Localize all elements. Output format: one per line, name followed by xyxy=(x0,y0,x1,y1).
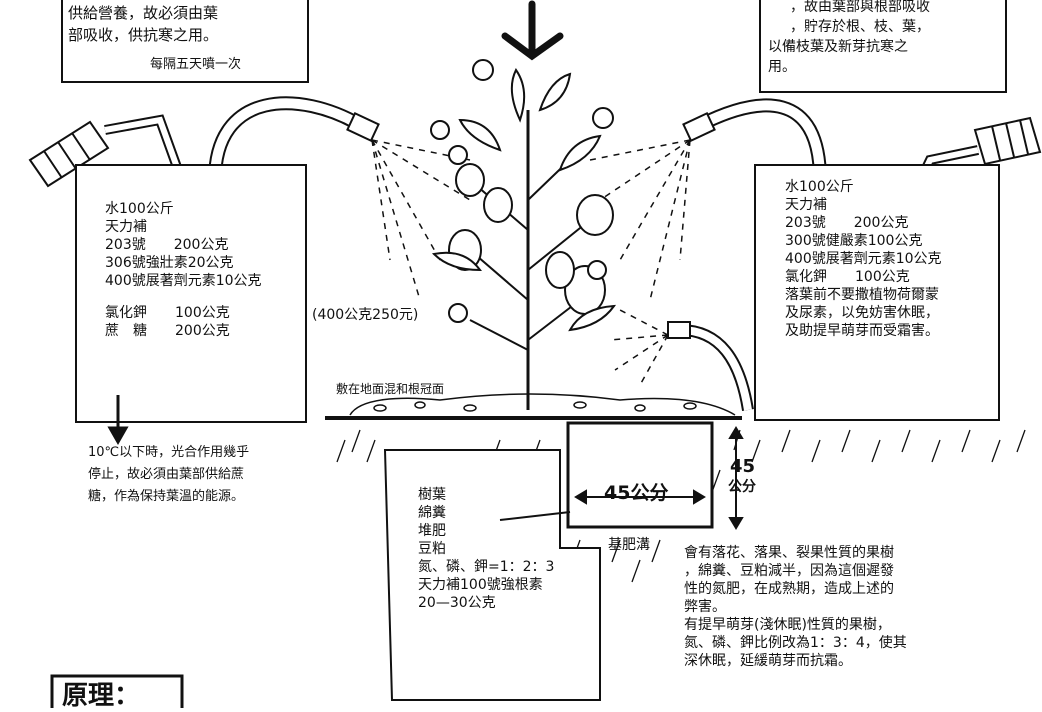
down-arrow-icon xyxy=(501,0,564,61)
left-formula-line: 水100公斤 xyxy=(105,201,174,217)
trench-width-label: 45公分 xyxy=(604,482,669,504)
fertilizer-item: 綿糞 xyxy=(418,505,446,521)
left-formula-line: 氯化鉀 100公克 xyxy=(105,305,230,321)
fertilizer-trench xyxy=(566,421,714,529)
fertilizer-item: 天力補100號強根素 xyxy=(418,577,543,593)
right-formula-line: 及助提早萌芽而受霜害。 xyxy=(785,323,939,339)
bottom-right-note-line: 氮、磷、鉀比例改為1：3：4，使其 xyxy=(684,635,907,651)
top-right-note-line-4: 用。 xyxy=(768,59,796,75)
pointer-line xyxy=(499,511,571,521)
left-down-arrow-icon xyxy=(107,395,129,446)
left-formula-line: 蔗 糖 200公克 xyxy=(105,323,230,339)
principle-box xyxy=(50,674,184,708)
top-right-note-line-1: ，故由葉部與根部吸收 xyxy=(790,0,930,15)
bottom-right-note-line: ，綿糞、豆粕減半，因為這個遲發 xyxy=(684,563,894,579)
fertilizer-item: 堆肥 xyxy=(418,523,446,539)
left-note-line-3: 糖，作為保持葉溫的能源。 xyxy=(88,489,245,504)
left-note-line-2: 停止，故必須由葉部供給蔗 xyxy=(88,467,245,482)
left-hose-icon xyxy=(28,96,380,188)
bottom-right-note-line: 有提早萌芽(淺休眠)性質的果樹， xyxy=(684,617,891,633)
fertilizer-paper xyxy=(383,449,601,701)
fertilizer-item: 20—30公克 xyxy=(418,595,496,611)
price-note: (400公克250元) xyxy=(312,307,419,323)
fertilizer-list: 樹葉 綿糞 堆肥 豆粕 氮、磷、鉀=1：2：3 天力補100號強根素 20—30… xyxy=(418,486,554,612)
trench-depth-unit: 公分 xyxy=(728,479,756,495)
right-formula-line: 天力補 xyxy=(785,197,827,213)
fertilizer-item: 氮、磷、鉀=1：2：3 xyxy=(418,559,555,575)
left-formula-line: 306號強壯素20公克 xyxy=(105,255,234,271)
soil-label: 敷在地面混和根冠面 xyxy=(336,382,445,396)
right-formula-line: 203號 200公克 xyxy=(785,215,909,231)
bottom-right-note-line: 性的氮肥，在成熟期，造成上述的 xyxy=(684,581,894,597)
top-right-note-line-2: ，貯存於根、枝、葉， xyxy=(790,19,930,35)
right-hose-icon xyxy=(682,98,1042,188)
right-formula-line: 氯化鉀 100公克 xyxy=(785,269,910,285)
soil-mound xyxy=(349,393,736,416)
top-left-note-line-2: 部吸收，供抗寒之用。 xyxy=(68,26,219,44)
bottom-right-note-line: 弊害。 xyxy=(684,599,726,615)
left-formula-line: 400號展著劑元素10公克 xyxy=(105,273,262,289)
fruit-tree-icon xyxy=(430,59,617,410)
top-right-note-box xyxy=(759,0,1007,93)
trench-name: 基肥溝 xyxy=(608,537,650,553)
left-formula-list: 水100公斤 天力補 203號 200公克 306號強壯素20公克 400號展著… xyxy=(105,200,262,340)
bottom-right-note-line: 會有落花、落果、裂果性質的果樹 xyxy=(684,545,894,561)
right-formula-list: 水100公斤 天力補 203號 200公克 300號健嚴素100公克 400號展… xyxy=(785,178,942,340)
top-left-note-box xyxy=(61,0,309,83)
top-left-note-frequency: 每隔五天噴一次 xyxy=(150,57,242,72)
ground-hose-icon xyxy=(667,321,754,411)
right-formula-line: 300號健嚴素100公克 xyxy=(785,233,923,249)
principle-heading: 原理： xyxy=(62,681,141,711)
right-formula-line: 400號展著劑元素10公克 xyxy=(785,251,942,267)
left-formula-line: 天力補 xyxy=(105,219,147,235)
left-note-line-1: 10℃以下時，光合作用幾乎 xyxy=(88,445,250,460)
right-formula-box xyxy=(754,164,1000,421)
right-formula-line: 水100公斤 xyxy=(785,179,854,195)
fertilizer-item: 樹葉 xyxy=(418,487,446,503)
bottom-right-note: 會有落花、落果、裂果性質的果樹 ，綿糞、豆粕減半，因為這個遲發 性的氮肥，在成熟… xyxy=(684,544,907,670)
right-formula-line: 落葉前不要撒植物荷爾蒙 xyxy=(785,287,939,303)
dimension-arrows xyxy=(574,426,744,530)
trench-depth-number: 45 xyxy=(730,456,756,477)
right-formula-line: 及尿素，以免妨害休眠， xyxy=(785,305,939,321)
spray-lines xyxy=(371,139,691,386)
fertilizer-item: 豆粕 xyxy=(418,541,446,557)
left-formula-line: 203號 200公克 xyxy=(105,237,229,253)
left-formula-box xyxy=(75,164,307,423)
top-right-note-line-3: 以備枝葉及新芽抗寒之 xyxy=(768,39,908,55)
bottom-right-note-line: 深休眠，延緩萌芽而抗霜。 xyxy=(684,653,852,669)
top-left-note-line-1: 供給營養，故必須由葉 xyxy=(68,4,219,22)
